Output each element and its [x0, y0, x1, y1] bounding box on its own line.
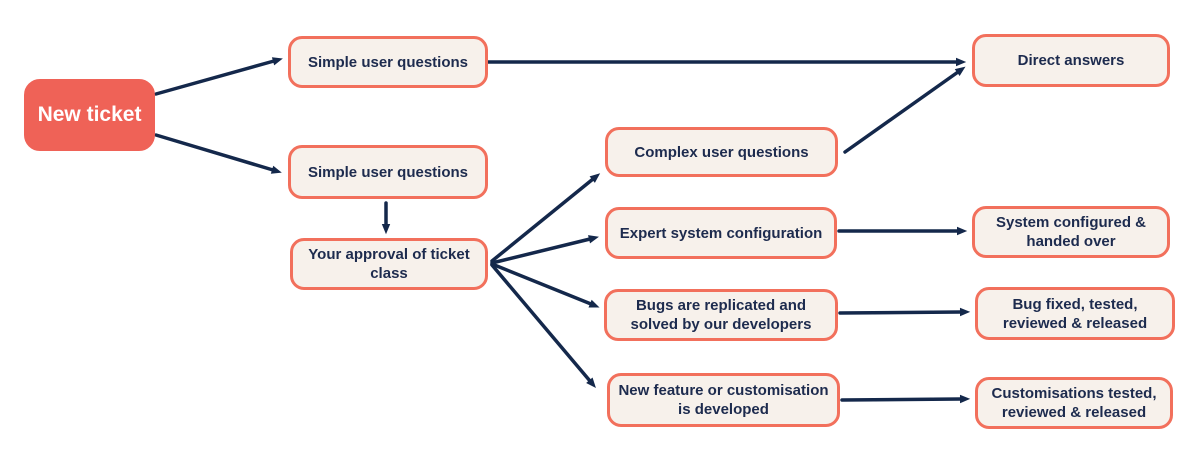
- node-label: Your approval of ticket class: [308, 246, 470, 282]
- edge-new-ticket-to-simple-2: [154, 133, 282, 174]
- node-label: Simple user questions: [307, 163, 469, 181]
- edge-new-ticket-to-simple-1: [154, 57, 283, 96]
- node-label: Customisations tested, reviewed & releas…: [991, 385, 1157, 421]
- node-bugs-replicated-and-solved: Bugs are replicated and solved by our de…: [604, 289, 838, 341]
- node-simple-user-questions-1: Simple user questions: [288, 36, 488, 88]
- node-your-approval-of-ticket-class: Your approval of ticket class: [290, 238, 488, 290]
- node-label: New ticket: [37, 103, 142, 126]
- node-simple-user-questions-2: Simple user questions: [288, 145, 488, 199]
- node-expert-system-configuration: Expert system configuration: [605, 207, 837, 259]
- edge-approval-to-bugs: [490, 262, 600, 308]
- edge-approval-to-new-feature: [490, 263, 596, 389]
- node-bug-fixed-tested-reviewed-released: Bug fixed, tested, reviewed & released: [975, 287, 1175, 340]
- node-complex-user-questions: Complex user questions: [605, 127, 838, 177]
- edge-new-feature-to-customisations: [840, 394, 971, 404]
- edge-complex-to-direct: [843, 66, 966, 154]
- node-label: Direct answers: [1017, 52, 1125, 69]
- node-new-feature-or-customisation: New feature or customisation is develope…: [607, 373, 840, 427]
- node-label: New feature or customisation is develope…: [618, 382, 829, 418]
- node-new-ticket: New ticket: [24, 79, 155, 151]
- node-customisations-tested-reviewed-released: Customisations tested, reviewed & releas…: [975, 377, 1173, 429]
- edge-bugs-to-bug-fixed: [838, 307, 971, 317]
- node-system-configured-handed-over: System configured & handed over: [972, 206, 1170, 258]
- node-label: Bugs are replicated and solved by our de…: [630, 297, 812, 333]
- edge-approval-to-complex: [490, 173, 601, 263]
- node-label: Expert system configuration: [619, 224, 823, 242]
- node-direct-answers: Direct answers: [972, 34, 1170, 87]
- node-label: Bug fixed, tested, reviewed & released: [1002, 295, 1148, 332]
- node-label: System configured & handed over: [995, 214, 1147, 250]
- node-label: Simple user questions: [307, 53, 469, 71]
- node-label: Complex user questions: [634, 143, 809, 161]
- edge-approval-to-expert: [490, 235, 599, 265]
